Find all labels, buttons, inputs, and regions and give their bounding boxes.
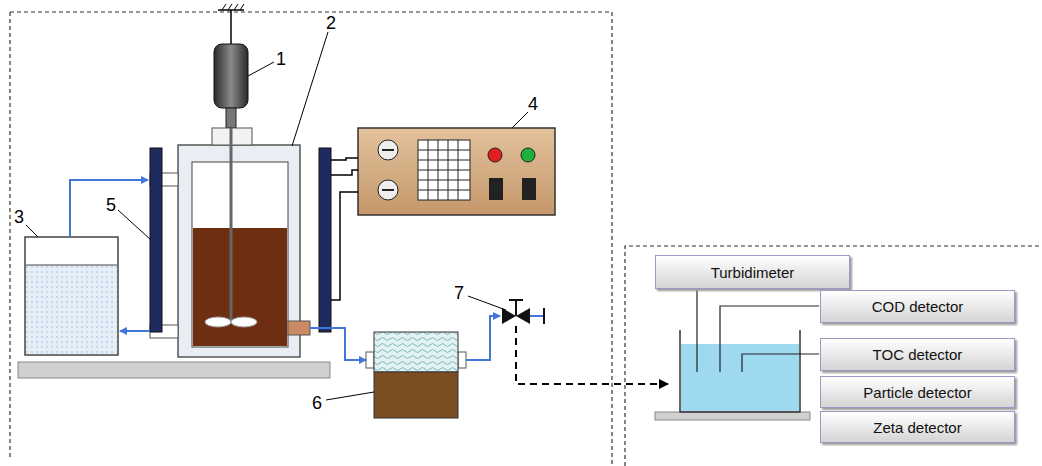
node-label: Turbidimeter <box>711 264 795 281</box>
node-label: TOC detector <box>873 346 963 363</box>
callout-number: 5 <box>106 196 116 214</box>
callout-number: 2 <box>326 14 336 32</box>
detector-box: Turbidimeter <box>655 255 850 289</box>
detector-box: Particle detector <box>820 376 1015 408</box>
node-label: Particle detector <box>863 384 971 401</box>
detector-box: Zeta detector <box>820 411 1015 443</box>
callout-number: 1 <box>276 50 286 68</box>
detector-box: COD detector <box>820 290 1015 323</box>
callout-number: 3 <box>14 208 24 226</box>
callout-number: 4 <box>528 95 538 113</box>
node-label: COD detector <box>872 298 964 315</box>
callout-number: 7 <box>454 284 464 302</box>
callout-number: 6 <box>312 394 322 412</box>
detector-box: TOC detector <box>820 338 1015 371</box>
node-label: Zeta detector <box>873 419 961 436</box>
